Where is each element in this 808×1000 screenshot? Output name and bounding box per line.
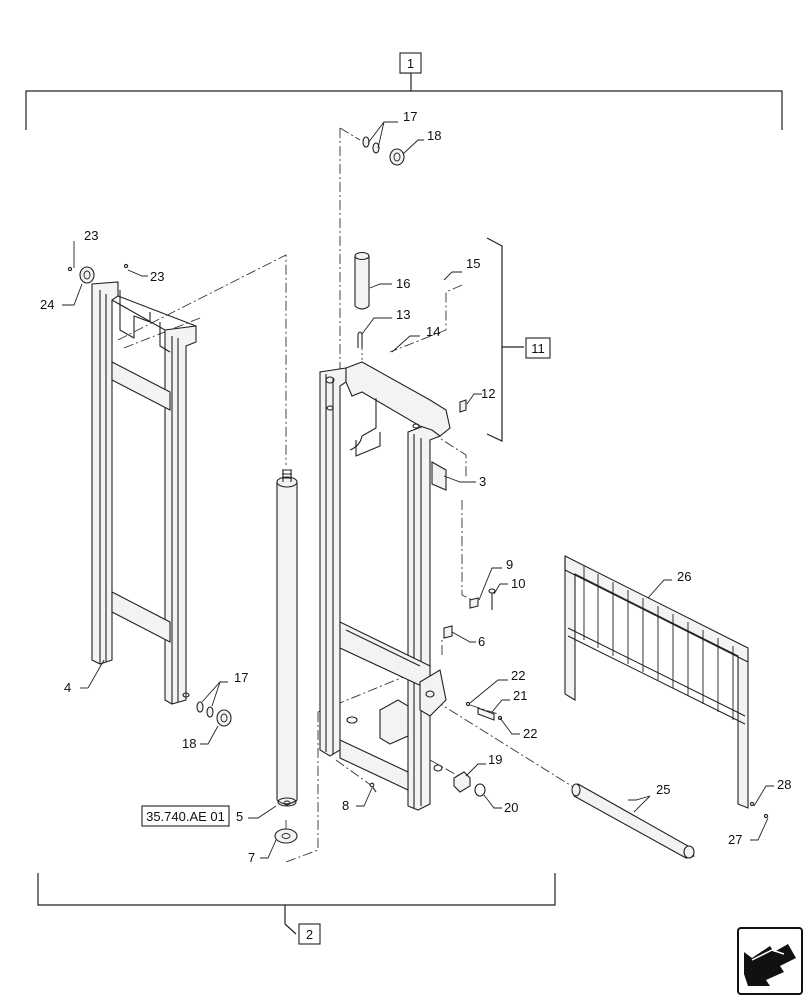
callout-12: 12 bbox=[481, 386, 495, 401]
inner-mast bbox=[319, 361, 451, 811]
assembly-2-bracket: 2 bbox=[37, 873, 556, 945]
callout-16: 16 bbox=[396, 276, 410, 291]
callout-3: 3 bbox=[479, 474, 486, 489]
callout-7: 7 bbox=[248, 850, 255, 865]
leaders bbox=[62, 121, 774, 859]
fitting-6 bbox=[443, 625, 453, 639]
screw-9-10 bbox=[469, 588, 496, 610]
bearing-18-left bbox=[216, 709, 232, 727]
callout-21: 21 bbox=[513, 688, 527, 703]
ref-box-1 bbox=[399, 52, 422, 74]
callout-13: 13 bbox=[396, 307, 410, 322]
callout-20: 20 bbox=[504, 800, 518, 815]
reference-code-box bbox=[141, 805, 230, 827]
ref-label-11: 11 bbox=[531, 341, 545, 356]
pin-16 bbox=[354, 251, 370, 310]
callout-4: 4 bbox=[64, 680, 71, 695]
ref-box-11 bbox=[525, 337, 551, 359]
washer-7 bbox=[274, 828, 298, 844]
ref-label-2: 2 bbox=[306, 927, 313, 942]
ref-label-1: 1 bbox=[407, 56, 414, 71]
callout-27: 27 bbox=[728, 832, 742, 847]
callout-10: 10 bbox=[511, 576, 525, 591]
callout-23-top: 23 bbox=[84, 228, 98, 243]
bearing-24 bbox=[67, 263, 129, 284]
load-backrest-26 bbox=[564, 555, 769, 819]
callout-8: 8 bbox=[342, 798, 349, 813]
bolt-12 bbox=[459, 399, 467, 413]
washers-17-left bbox=[196, 701, 214, 718]
callout-17-top: 17 bbox=[403, 109, 417, 124]
clip-13 bbox=[357, 331, 363, 348]
callout-24: 24 bbox=[40, 297, 54, 312]
reference-code[interactable]: 35.740.AE 01 bbox=[141, 805, 230, 827]
lift-cylinder bbox=[276, 469, 298, 807]
assembly-1-bracket: 1 bbox=[25, 52, 783, 130]
outer-mast-left bbox=[91, 281, 197, 705]
callout-22-bottom: 22 bbox=[523, 726, 537, 741]
group-11-bracket: 11 bbox=[486, 237, 551, 442]
callout-18-top: 18 bbox=[427, 128, 441, 143]
callout-25: 25 bbox=[656, 782, 670, 797]
callout-5: 5 bbox=[236, 809, 243, 824]
reference-code-label[interactable]: 35.740.AE 01 bbox=[146, 809, 225, 824]
callouts: 17 18 23 23 24 16 15 13 14 12 3 9 10 6 2… bbox=[40, 109, 791, 865]
arrow-left-icon[interactable] bbox=[737, 927, 803, 995]
ref-box-2 bbox=[298, 923, 321, 945]
washers-17-top bbox=[362, 136, 380, 154]
callout-28: 28 bbox=[777, 777, 791, 792]
callout-26: 26 bbox=[677, 569, 691, 584]
callout-23-right: 23 bbox=[150, 269, 164, 284]
rod-25 bbox=[571, 783, 695, 859]
callout-19: 19 bbox=[488, 752, 502, 767]
callout-17-left: 17 bbox=[234, 670, 248, 685]
callout-9: 9 bbox=[506, 557, 513, 572]
callout-18-left: 18 bbox=[182, 736, 196, 751]
screw-8 bbox=[369, 782, 377, 793]
bearing-18-top bbox=[389, 148, 405, 166]
bushing-19-20 bbox=[453, 771, 486, 797]
callout-6: 6 bbox=[478, 634, 485, 649]
pin-21-22 bbox=[465, 701, 503, 721]
callout-22-top: 22 bbox=[511, 668, 525, 683]
callout-15: 15 bbox=[466, 256, 480, 271]
centerlines bbox=[117, 127, 579, 863]
callout-14: 14 bbox=[426, 324, 440, 339]
